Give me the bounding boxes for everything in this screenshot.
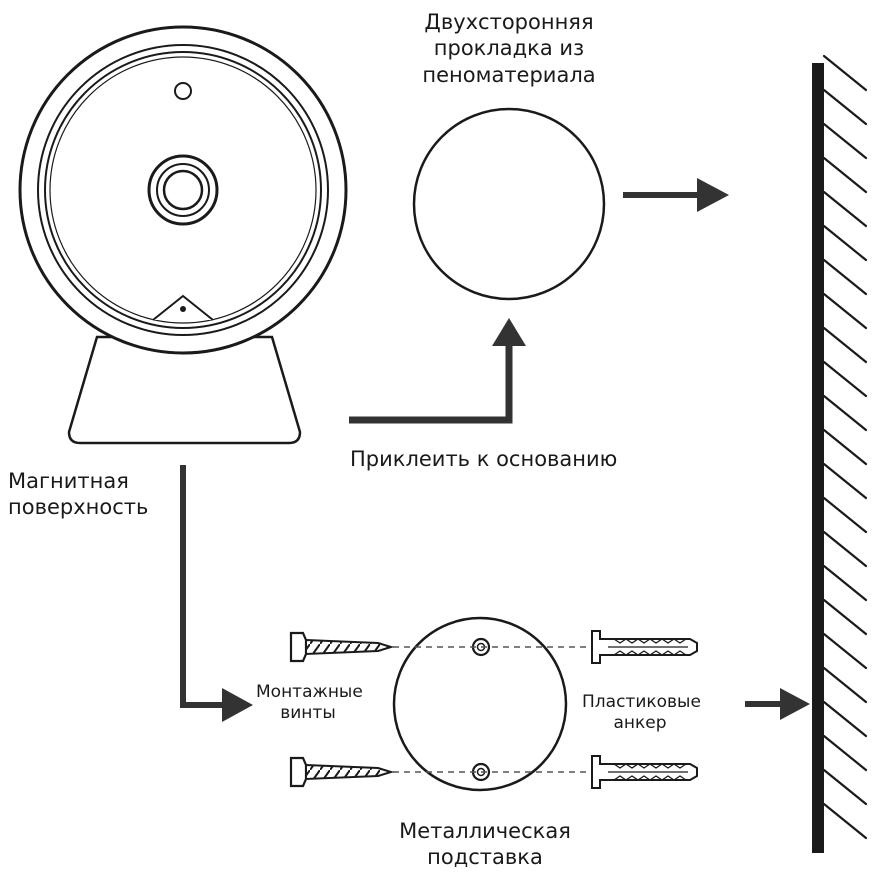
wall-hatch	[822, 292, 868, 330]
wall-hatch	[822, 700, 868, 738]
wall-hatch	[822, 802, 868, 840]
label-magnetic-surface: Магнитная поверхность	[8, 469, 149, 520]
arrow-pad-to-wall	[623, 178, 729, 212]
metal-plate	[392, 616, 568, 792]
wall-hatch	[822, 258, 868, 296]
wall-hatch	[822, 326, 868, 364]
wall-hatch	[822, 122, 868, 160]
wall-hatch	[822, 156, 868, 194]
wall-hatch	[822, 54, 868, 92]
wall-hatch	[822, 530, 868, 568]
camera-lens	[147, 154, 219, 226]
wall-hatch	[822, 462, 868, 500]
camera-stand	[67, 335, 302, 445]
camera-indicator	[174, 82, 192, 100]
label-metal-plate: Металлическая подставка	[399, 819, 571, 870]
camera-device	[18, 25, 348, 445]
wall-hatch	[822, 190, 868, 228]
screw-bottom	[289, 756, 395, 788]
foam-pad	[412, 107, 606, 301]
wall-hatch	[822, 564, 868, 602]
wall-hatch	[822, 224, 868, 262]
wall-hatch	[822, 496, 868, 534]
wall-hatch	[822, 768, 868, 806]
wall-hatch	[822, 394, 868, 432]
anchor-bottom	[591, 755, 698, 789]
wall-hatch	[822, 428, 868, 466]
wall-hatch	[822, 360, 868, 398]
arrow-to-screws	[180, 465, 253, 722]
label-mounting-screws: Монтажные винты	[256, 682, 363, 724]
wall-hatch	[822, 598, 868, 636]
anchor-top	[591, 630, 698, 664]
wall	[812, 54, 868, 853]
wall-hatch	[822, 734, 868, 772]
wall-hatch	[822, 666, 868, 704]
arrow-to-pad	[349, 318, 526, 424]
wall-hatch	[822, 88, 868, 126]
label-plastic-anchors: Пластиковые анкер	[582, 692, 701, 734]
screw-top	[289, 631, 395, 663]
arrow-plate-to-wall	[745, 688, 810, 720]
wall-hatch	[822, 632, 868, 670]
label-foam-pad: Двухсторонняя прокладка из пеноматериала	[422, 10, 596, 87]
camera-outer-ring	[18, 25, 348, 355]
label-stick-to-base: Приклеить к основанию	[350, 447, 618, 471]
